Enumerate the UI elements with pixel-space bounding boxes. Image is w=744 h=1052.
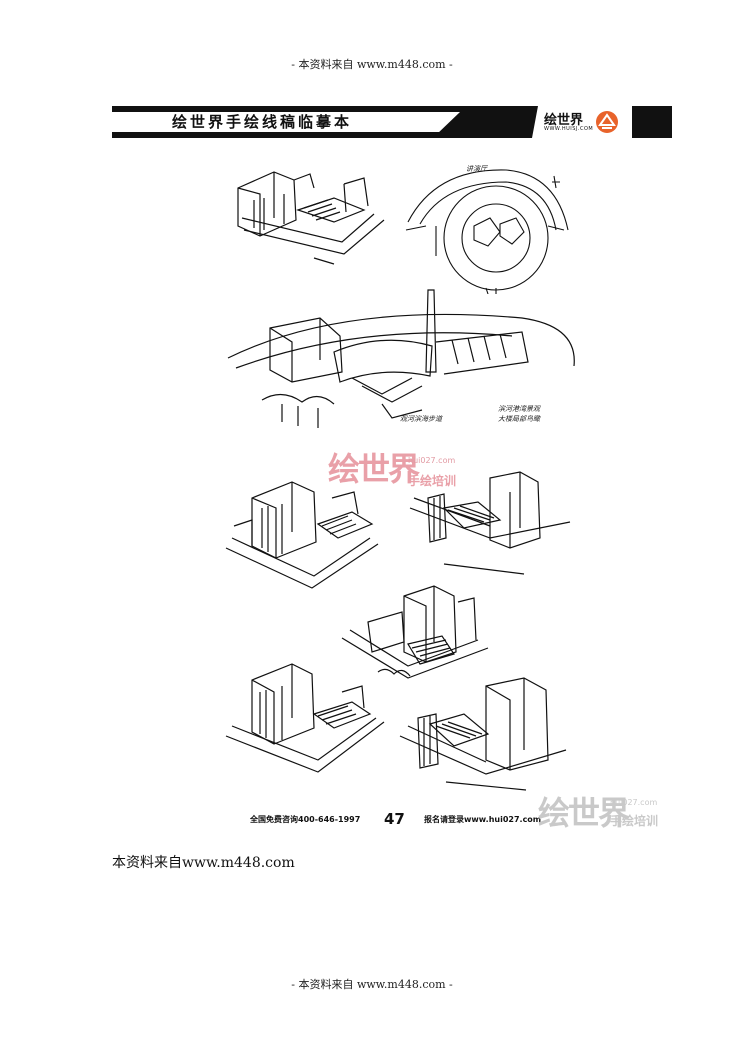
watermark-url: hui027.com xyxy=(408,456,456,465)
sketch-building-block-5 xyxy=(222,656,388,776)
sketch-building-block-1 xyxy=(224,158,390,268)
watermark-brand: 绘世界 xyxy=(328,450,420,488)
sketch-building-block-2 xyxy=(222,468,384,594)
sketch-building-block-4 xyxy=(338,582,498,694)
sketch-building-block-6 xyxy=(396,674,570,794)
source-line: 本资料来自www.m448.com xyxy=(112,855,295,871)
watermark-footer-url: hui027.com xyxy=(610,798,658,807)
sketch-building-block-3 xyxy=(404,468,574,578)
bottom-source-note: - 本资料来自 www.m448.com - xyxy=(291,978,453,991)
plan-label: 讲演厅 xyxy=(466,165,487,173)
banner-title: 绘世界手绘线稿临摹本 xyxy=(172,113,353,131)
logo-name: 绘世界 xyxy=(544,113,584,128)
banner-white-band xyxy=(112,112,460,132)
river-note-line-2: 大楼局部鸟瞰 xyxy=(498,415,540,423)
watermark-footer-sub: 手绘培训 xyxy=(610,814,659,828)
watermark-footer-url-wrap: hui027.com xyxy=(610,798,657,807)
watermark-sub: 手绘培训 xyxy=(408,474,457,488)
watermark-footer: 绘世界 xyxy=(538,788,630,834)
footer-register: 报名请登录www.hui027.com xyxy=(424,815,542,824)
page-number: 47 xyxy=(384,810,405,828)
riverside-note: 观河滨海步道 xyxy=(400,415,442,423)
watermark-footer-brand: 绘世界 xyxy=(538,794,630,832)
top-source-note: - 本资料来自 www.m448.com - xyxy=(291,58,453,71)
river-note-line-1: 滨河港湾景观 xyxy=(498,405,540,413)
footer-phone: 全国免费咨询400-646-1997 xyxy=(250,815,361,824)
sketch-circular-plan: 讲演厅 xyxy=(396,160,576,295)
brand-logo-icon xyxy=(596,111,618,133)
logo-url: WWW.HUISJ.COM xyxy=(544,126,594,132)
title-banner: 绘世界手绘线稿临摹本 绘世界 WWW.HUISJ.COM xyxy=(112,106,672,138)
watermark-footer-sub-wrap: 手绘培训 xyxy=(610,812,658,829)
sketch-museum-aerial: 观河滨海步道 滨河港湾景观 大楼局部鸟瞰 xyxy=(222,282,582,434)
watermark-center: 绘世界 xyxy=(328,444,420,490)
